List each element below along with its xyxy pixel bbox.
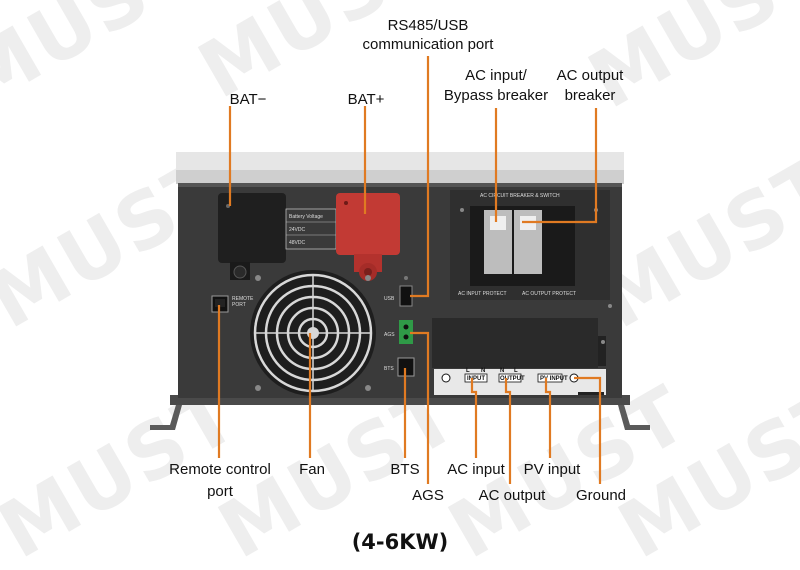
battery-table-header: Battery Voltage (289, 214, 323, 220)
remote-control-port: REMOTE PORT (211, 295, 254, 313)
battery-table-24v: 24VDC (289, 227, 306, 233)
ground-label: Ground (576, 487, 626, 504)
pv-input-label: PV input (524, 461, 582, 478)
terminal-output-text: OUTPUT (500, 376, 525, 382)
ags-text: AGS (384, 332, 395, 338)
bat-minus-cover (218, 193, 286, 280)
breaker-header-text: AC CIRCUIT BREAKER & SWITCH (480, 193, 560, 199)
terminal-input-text: INPUT (467, 376, 485, 382)
terminal-n-text: N (500, 368, 504, 374)
ac-output-protect-text: AC OUTPUT PROTECT (522, 291, 576, 297)
terminal-cover (432, 304, 612, 368)
rs485-label: communication port (363, 36, 495, 53)
battery-voltage-table: Battery Voltage 24VDC 48VDC (285, 208, 337, 250)
battery-table-48v: 48VDC (289, 240, 306, 246)
rs485-label: RS485/USB (388, 17, 469, 34)
remote-port-text: REMOTE (232, 296, 254, 302)
ac-input-protect-text: AC INPUT PROTECT (458, 291, 507, 297)
ac-input-breaker-label: AC input/ (465, 67, 528, 84)
inverter-panel-bevel (178, 183, 622, 187)
watermark-text: MUST (575, 0, 800, 126)
ac-input-label: AC input (447, 461, 505, 478)
bat-plus-label: BAT+ (348, 91, 385, 108)
terminal-l-text: L (514, 368, 518, 374)
ac-breaker-panel: AC CIRCUIT BREAKER & SWITCH AC INPUT PRO… (450, 190, 610, 300)
cooling-fan (250, 270, 376, 396)
ac-output-breaker-label: breaker (565, 87, 616, 104)
ags-label: AGS (412, 487, 444, 504)
terminal-n-text: N (481, 368, 485, 374)
usb-text: USB (384, 296, 395, 302)
ac-output-label: AC output (479, 487, 547, 504)
remote-control-label: port (207, 483, 234, 500)
terminal-l-text: L (466, 368, 470, 374)
model-range-title: (4-6KW) (352, 530, 449, 554)
inverter-top-cover (176, 152, 624, 184)
bat-minus-label: BAT− (230, 91, 267, 108)
fan-label: Fan (299, 461, 325, 478)
callout-lines (217, 56, 602, 484)
watermark-text: MUST (0, 0, 213, 126)
terminal-pv-text: PV INPUT (540, 376, 568, 382)
bat-plus-cover (336, 193, 400, 281)
remote-port-text: PORT (232, 302, 246, 308)
bts-label: BTS (390, 461, 419, 478)
terminal-block: INPUT L N OUTPUT N L PV INPUT (434, 368, 606, 395)
bts-text: BTS (384, 366, 394, 372)
mounting-feet (150, 395, 650, 430)
ac-input-breaker-label: Bypass breaker (444, 87, 548, 104)
remote-control-label: Remote control (169, 461, 271, 478)
ac-output-breaker-label: AC output (557, 67, 625, 84)
